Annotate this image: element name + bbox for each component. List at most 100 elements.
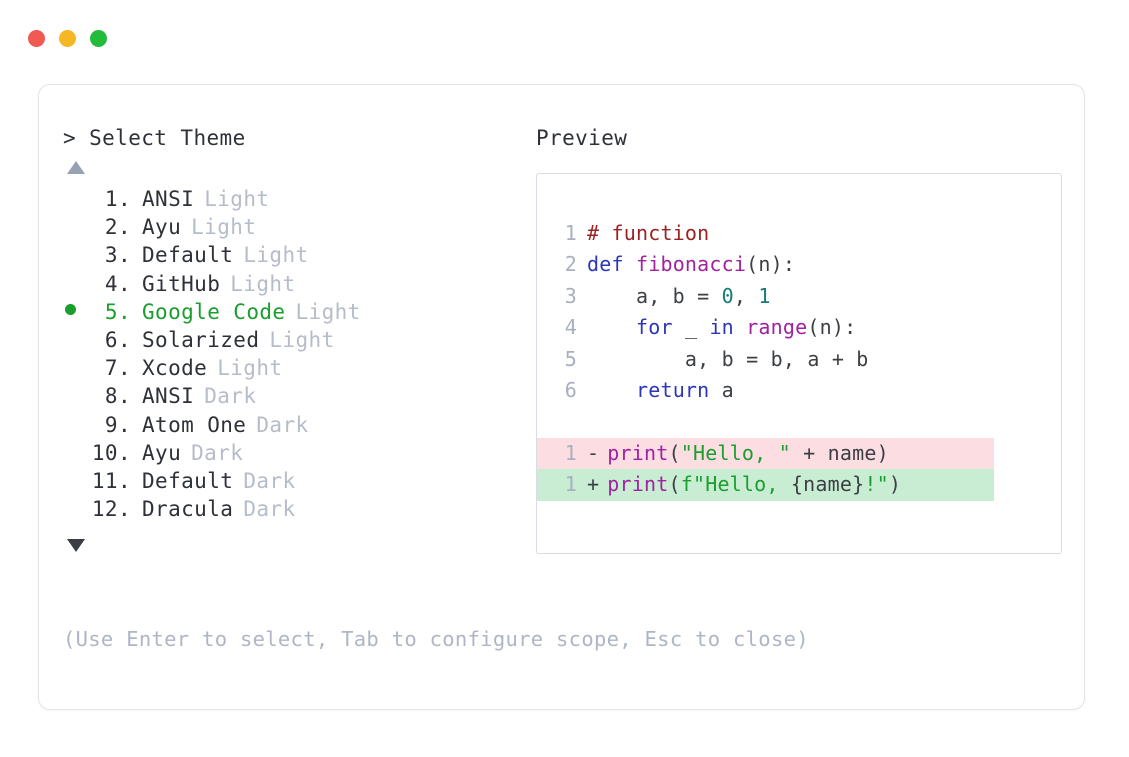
theme-item-variant: Dark bbox=[243, 469, 296, 494]
code-line: 1 # function bbox=[537, 218, 1061, 249]
code-token bbox=[734, 315, 746, 339]
theme-item-name: Solarized bbox=[142, 328, 260, 353]
code-line-text: return a bbox=[587, 375, 734, 406]
keyboard-hint: (Use Enter to select, Tab to configure s… bbox=[63, 627, 809, 651]
code-token: fibonacci bbox=[635, 252, 747, 277]
code-token: (n): bbox=[746, 252, 796, 277]
theme-item-variant: Dark bbox=[204, 384, 257, 409]
code-line: 6 return a bbox=[537, 375, 1061, 406]
theme-item-variant: Light bbox=[295, 299, 361, 324]
selection-bullet-slot bbox=[63, 298, 89, 326]
diff-added-line: 1 + print(f"Hello, {name}!") bbox=[537, 469, 994, 501]
diff-removed-line: 1-print("Hello, " + name) bbox=[537, 437, 994, 470]
code-blank-line bbox=[537, 406, 1061, 437]
code-token: in bbox=[709, 315, 734, 340]
theme-item-variant: Dark bbox=[256, 412, 309, 437]
theme-item-index: 9. bbox=[104, 412, 131, 437]
theme-item-name: Ayu bbox=[142, 215, 182, 240]
diff-line-text: print(f"Hello, {name}!") bbox=[607, 469, 901, 500]
diff-line-text: print("Hello, " + name) bbox=[607, 438, 889, 469]
line-number: 6 bbox=[564, 378, 577, 403]
theme-item-index: 10. bbox=[91, 440, 131, 465]
theme-list-item[interactable]: 9. Atom One Dark bbox=[63, 411, 523, 439]
diff-sign: + bbox=[587, 472, 600, 497]
theme-item-name: ANSI bbox=[142, 187, 195, 211]
code-token: # function bbox=[587, 221, 710, 245]
diff-body: 1-print("Hello, " + name)1+print(f"Hello… bbox=[537, 437, 1061, 501]
code-token: !" bbox=[864, 472, 889, 497]
theme-item-variant: Dark bbox=[191, 440, 244, 465]
theme-item-index: 3. bbox=[104, 243, 131, 268]
theme-item-name: GitHub bbox=[142, 271, 221, 296]
theme-item-index: 4. bbox=[104, 271, 131, 296]
picker-title: Select Theme bbox=[89, 126, 246, 150]
code-token: for bbox=[635, 315, 673, 340]
theme-item-index: 8. bbox=[104, 384, 131, 409]
code-line-text: for _ in range(n): bbox=[587, 312, 856, 343]
code-token: range bbox=[746, 315, 808, 340]
line-number: 1 bbox=[564, 221, 577, 245]
theme-list-item[interactable]: 8. ANSI Dark bbox=[63, 382, 523, 410]
code-token: 0 bbox=[721, 283, 734, 308]
theme-item-index: 7. bbox=[104, 356, 131, 381]
theme-item-name: Ayu bbox=[142, 440, 182, 465]
theme-item-variant: Light bbox=[191, 215, 257, 240]
code-token bbox=[587, 315, 636, 339]
code-token: ) bbox=[888, 472, 902, 497]
code-token: "Hello, " bbox=[680, 440, 791, 465]
theme-list-item[interactable]: 11. Default Dark bbox=[63, 467, 523, 495]
code-token bbox=[587, 378, 636, 402]
theme-item-variant: Dark bbox=[243, 497, 296, 522]
code-token: return bbox=[635, 378, 710, 403]
code-line-text: a, b = b, a + b bbox=[587, 344, 869, 375]
maximize-window-button[interactable] bbox=[90, 30, 107, 47]
theme-item-variant: Light bbox=[243, 243, 309, 268]
theme-item-index: 2. bbox=[104, 215, 131, 240]
code-line-text: a, b = 0, 1 bbox=[587, 281, 771, 312]
theme-list-item[interactable]: 2. Ayu Light bbox=[63, 213, 523, 241]
line-number: 1 bbox=[564, 440, 577, 465]
line-number: 4 bbox=[564, 315, 577, 340]
theme-item-variant: Light bbox=[230, 271, 296, 296]
theme-item-name: Default bbox=[142, 243, 234, 268]
theme-list-item[interactable]: 4. GitHub Light bbox=[63, 270, 523, 298]
window-controls bbox=[28, 30, 107, 47]
code-token: print bbox=[607, 472, 669, 497]
theme-list-item[interactable]: 3. Default Light bbox=[63, 241, 523, 269]
minimize-window-button[interactable] bbox=[59, 30, 76, 47]
page-title bbox=[76, 126, 89, 150]
triangle-down-icon[interactable] bbox=[67, 539, 85, 553]
code-token: a, b = bbox=[587, 283, 722, 308]
line-number: 1 bbox=[564, 472, 577, 497]
code-token: 1 bbox=[758, 283, 771, 308]
close-window-button[interactable] bbox=[28, 30, 45, 47]
theme-list-item[interactable]: 10. Ayu Dark bbox=[63, 439, 523, 467]
preview-title: Preview bbox=[536, 126, 628, 150]
theme-item-name: ANSI bbox=[142, 384, 195, 409]
code-token: f"Hello, bbox=[680, 472, 791, 497]
code-token: ( bbox=[668, 472, 681, 497]
code-token: ( bbox=[668, 440, 681, 465]
theme-item-name: Atom One bbox=[142, 412, 247, 437]
theme-item-variant: Light bbox=[269, 328, 335, 353]
code-token: a, b = b, a + b bbox=[587, 346, 869, 371]
code-token: a bbox=[709, 378, 734, 403]
theme-item-index: 11. bbox=[91, 469, 131, 494]
triangle-up-icon[interactable] bbox=[67, 161, 85, 174]
code-token: (n): bbox=[807, 315, 857, 340]
code-token: def bbox=[587, 252, 636, 277]
prompt-caret-icon: > bbox=[63, 126, 77, 150]
theme-item-name: Xcode bbox=[142, 356, 208, 381]
theme-item-name: Default bbox=[142, 469, 234, 494]
code-line-text: # function bbox=[587, 218, 709, 249]
